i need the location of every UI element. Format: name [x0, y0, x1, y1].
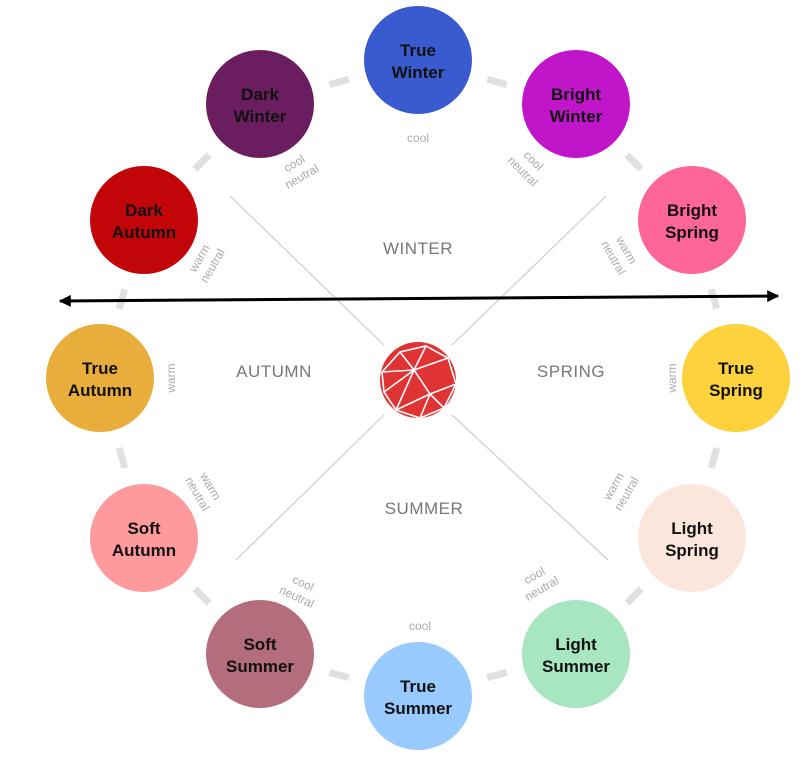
palette-circle: [206, 50, 314, 158]
double-headed-arrow-icon: [58, 290, 780, 307]
low-poly-logo-icon: [380, 342, 456, 418]
season-dividers: [229, 195, 609, 561]
tone-top-right-label: coolneutral: [505, 143, 551, 189]
palette-circle: [364, 642, 472, 750]
connector-segment: [486, 75, 508, 89]
tone-right-label: warm: [665, 363, 679, 393]
connector-segment: [328, 75, 350, 89]
connector-segment: [115, 288, 129, 310]
palette-circle: [638, 484, 746, 592]
palette-circle: [90, 484, 198, 592]
tone-bottom-label: cool: [409, 619, 431, 633]
season-label-autumn: AUTUMN: [236, 362, 312, 381]
divider-line-ur: [451, 195, 607, 346]
tone-lower-right-label: warmneutral: [598, 467, 641, 513]
connector-segment: [192, 152, 212, 172]
season-label-winter: WINTER: [383, 239, 453, 258]
connector-segment: [707, 288, 721, 310]
palette-circle: [682, 324, 790, 432]
tone-top-label: cool: [407, 131, 429, 145]
palette-circle: [364, 6, 472, 114]
divider-line-ll: [235, 414, 385, 561]
season-label-summer: SUMMER: [385, 499, 464, 518]
tone-left-label: warm: [164, 363, 178, 393]
connector-segment: [624, 586, 644, 606]
palette-circle: [522, 50, 630, 158]
connector-segment: [115, 446, 129, 470]
connector-segment: [328, 669, 350, 681]
connector-segment: [192, 586, 212, 606]
connector-segment: [486, 669, 508, 681]
palette-circle: [522, 600, 630, 708]
tone-top-left-label: coolneutral: [275, 148, 321, 191]
palette-circle: [206, 600, 314, 708]
tone-bottom-left-label: coolneutral: [277, 569, 323, 611]
palette-circle: [46, 324, 154, 432]
connector-segment: [707, 446, 721, 470]
connector-segment: [624, 152, 644, 172]
tone-upper-right-label: warmneutral: [598, 231, 641, 277]
palette-circle: [638, 166, 746, 274]
season-label-spring: SPRING: [537, 362, 605, 381]
palette-circle: [90, 166, 198, 274]
divider-line-lr: [451, 414, 609, 561]
divider-line-ul: [229, 195, 385, 346]
tone-bottom-right-label: coolneutral: [515, 560, 561, 603]
tone-lower-left-label: warmneutral: [182, 467, 225, 513]
